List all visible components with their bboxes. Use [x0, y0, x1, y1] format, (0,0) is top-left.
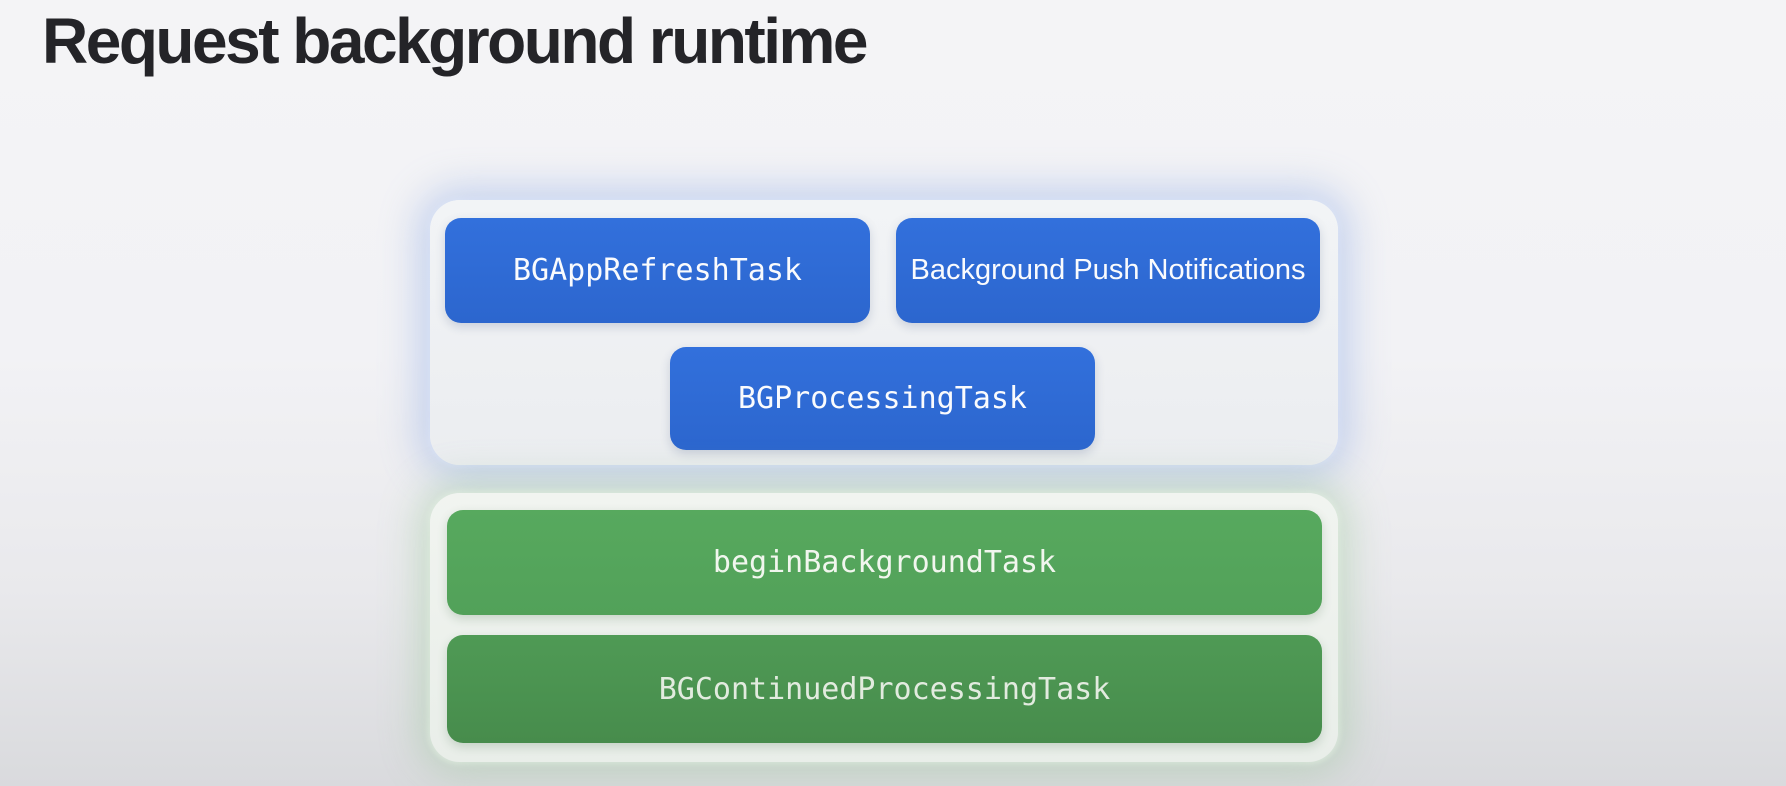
task-box-bgapprefreshtask: BGAppRefreshTask	[445, 218, 870, 323]
group-runtime-extension-tasks: beginBackgroundTask BGContinuedProcessin…	[430, 493, 1338, 762]
task-box-beginbackgroundtask: beginBackgroundTask	[447, 510, 1322, 615]
task-box-background-push-notifications: Background Push Notifications	[896, 218, 1320, 323]
task-box-bgprocessingtask: BGProcessingTask	[670, 347, 1095, 450]
task-box-bgcontinuedprocessingtask: BGContinuedProcessingTask	[447, 635, 1322, 743]
group-scheduled-background-tasks: BGAppRefreshTask Background Push Notific…	[430, 200, 1338, 465]
task-box-label: BGProcessingTask	[738, 381, 1027, 416]
task-box-label: beginBackgroundTask	[712, 545, 1057, 580]
page-title: Request background runtime	[42, 5, 869, 77]
task-box-label: BGContinuedProcessingTask	[658, 671, 1111, 707]
task-box-label: Background Push Notifications	[910, 254, 1306, 286]
task-box-label: BGAppRefreshTask	[513, 253, 802, 288]
